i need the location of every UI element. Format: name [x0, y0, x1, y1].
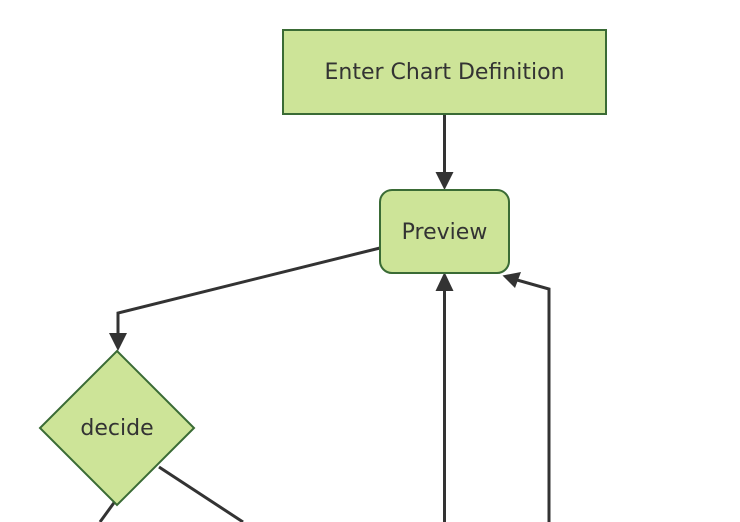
- node-shape-rounded-rectangle: [379, 189, 510, 274]
- edge-layer: [98, 114, 551, 522]
- arrowhead-down-icon: [435, 172, 454, 190]
- node-label-preview: Preview: [402, 220, 488, 245]
- arrowhead-down-icon: [109, 333, 127, 351]
- node-shape-rectangle: [282, 29, 607, 115]
- node-decide[interactable]: decide: [38, 349, 196, 507]
- edge-preview-to-decide[interactable]: [109, 246, 381, 351]
- edge-decide-to-bottom-right[interactable]: [158, 465, 244, 522]
- edge-bottom-center-to-preview[interactable]: [435, 272, 454, 522]
- edge-line: [509, 276, 551, 522]
- node-enter-chart-definition[interactable]: Enter Chart Definition: [282, 29, 607, 115]
- node-layer: Enter Chart Definition Preview decide: [38, 29, 607, 507]
- edge-decide-to-bottom-left[interactable]: [98, 499, 118, 522]
- node-label-enter-chart-definition: Enter Chart Definition: [324, 60, 564, 85]
- node-shape-diamond: [38, 349, 196, 507]
- edge-line: [116, 246, 381, 344]
- arrowhead-upleft-icon: [502, 272, 521, 288]
- node-preview[interactable]: Preview: [379, 189, 510, 274]
- edge-line: [158, 465, 244, 522]
- arrowhead-up-icon: [435, 272, 454, 291]
- node-label-decide: decide: [80, 416, 153, 441]
- edge-bottom-right-to-preview[interactable]: [502, 272, 551, 522]
- edge-enter-to-preview[interactable]: [435, 114, 454, 190]
- edge-line: [98, 499, 118, 522]
